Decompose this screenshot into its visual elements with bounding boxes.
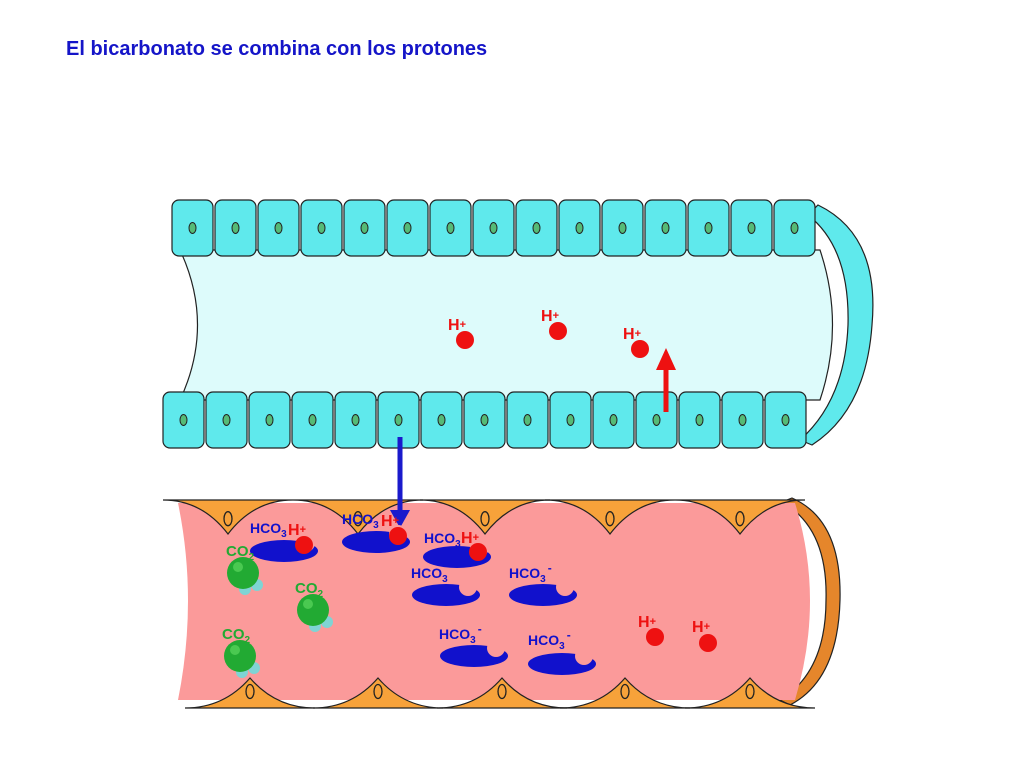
tubule-cell (764, 391, 807, 449)
proton-label: H+ (692, 619, 710, 636)
tubule-cell (721, 391, 764, 449)
proton-label: H+ (541, 308, 559, 325)
endothelial-cell (674, 499, 806, 535)
tubule-cell (248, 391, 291, 449)
co2-molecule-icon (227, 557, 263, 595)
co2-molecule-icon (297, 594, 333, 632)
tubule-cell (730, 199, 773, 257)
tubule-cell (300, 199, 343, 257)
tubule-cell (343, 199, 386, 257)
proton-label: H+ (381, 513, 399, 530)
tubule-cell (687, 199, 730, 257)
co2-label: CO2 (222, 626, 251, 646)
tubule-cell (592, 391, 635, 449)
tubule-cell (334, 391, 377, 449)
endothelial-cell (184, 677, 316, 709)
proton-icon (469, 543, 487, 561)
tubule-cell (506, 391, 549, 449)
tubule-cell (162, 391, 205, 449)
arrow-up-icon (656, 348, 676, 412)
tubule-top-cells (171, 199, 816, 257)
hco3-label: HCO3 (342, 511, 379, 531)
renal-tubule (162, 199, 874, 449)
tubule-cell (558, 199, 601, 257)
tubule-cell (515, 199, 558, 257)
hco3-label: HCO3 (424, 530, 461, 550)
co2-label: CO2 (226, 543, 255, 563)
endothelial-cell (419, 499, 551, 535)
page-title: El bicarbonato se combina con los proton… (66, 38, 488, 60)
proton-label: H+ (461, 530, 479, 547)
hco3-label: HCO3 (411, 565, 448, 585)
co2-label: CO2 (295, 580, 324, 600)
arrow-down-icon (390, 437, 410, 528)
proton-icon (631, 340, 649, 358)
tubule-cell (205, 391, 248, 449)
proton-icon (699, 634, 717, 652)
endothelial-cell (312, 677, 444, 709)
bicarbonate-icon (528, 647, 596, 675)
proton-icon (389, 527, 407, 545)
tubule-cell (635, 391, 678, 449)
tubule-cell (171, 199, 214, 257)
tubule-bottom-cells (162, 391, 807, 449)
proton-icon (549, 322, 567, 340)
endothelial-cell (436, 677, 568, 709)
proton-label: H+ (448, 317, 466, 334)
bicarbonate-icon (412, 578, 480, 606)
tubule-cell (463, 391, 506, 449)
proton-icon (295, 536, 313, 554)
proton-icon (646, 628, 664, 646)
co2-molecule-icon (224, 640, 260, 678)
endothelial-cell (544, 499, 676, 535)
proton-icon (456, 331, 474, 349)
tubule-cell (386, 199, 429, 257)
endothelial-cell (559, 677, 691, 709)
tubule-cell (773, 199, 816, 257)
tubule-cell (678, 391, 721, 449)
tubule-lumen (179, 249, 834, 401)
hco3-label: HCO3 (250, 520, 287, 540)
tubule-cell (472, 199, 515, 257)
tubule-cell (429, 199, 472, 257)
tubule-cell (420, 391, 463, 449)
capillary-lumen (178, 503, 810, 700)
tubule-cell (601, 199, 644, 257)
bicarbonate-icon (509, 578, 577, 606)
endothelial-cell (684, 677, 816, 709)
tubule-cell (291, 391, 334, 449)
tubule-cell (644, 199, 687, 257)
tubule-cell (214, 199, 257, 257)
protons: H+ H+ H+ H+ H+ H+ H+ H+ (288, 308, 717, 652)
bicarbonate-icon (440, 639, 508, 667)
tubule-end-cap (798, 204, 874, 446)
tubule-cell (257, 199, 300, 257)
endothelial-cell (162, 499, 294, 535)
proton-label: H+ (288, 522, 306, 539)
proton-label: H+ (623, 326, 641, 343)
tubule-cell (549, 391, 592, 449)
capillary-bottom-cells (184, 677, 816, 709)
proton-label: H+ (638, 614, 656, 631)
